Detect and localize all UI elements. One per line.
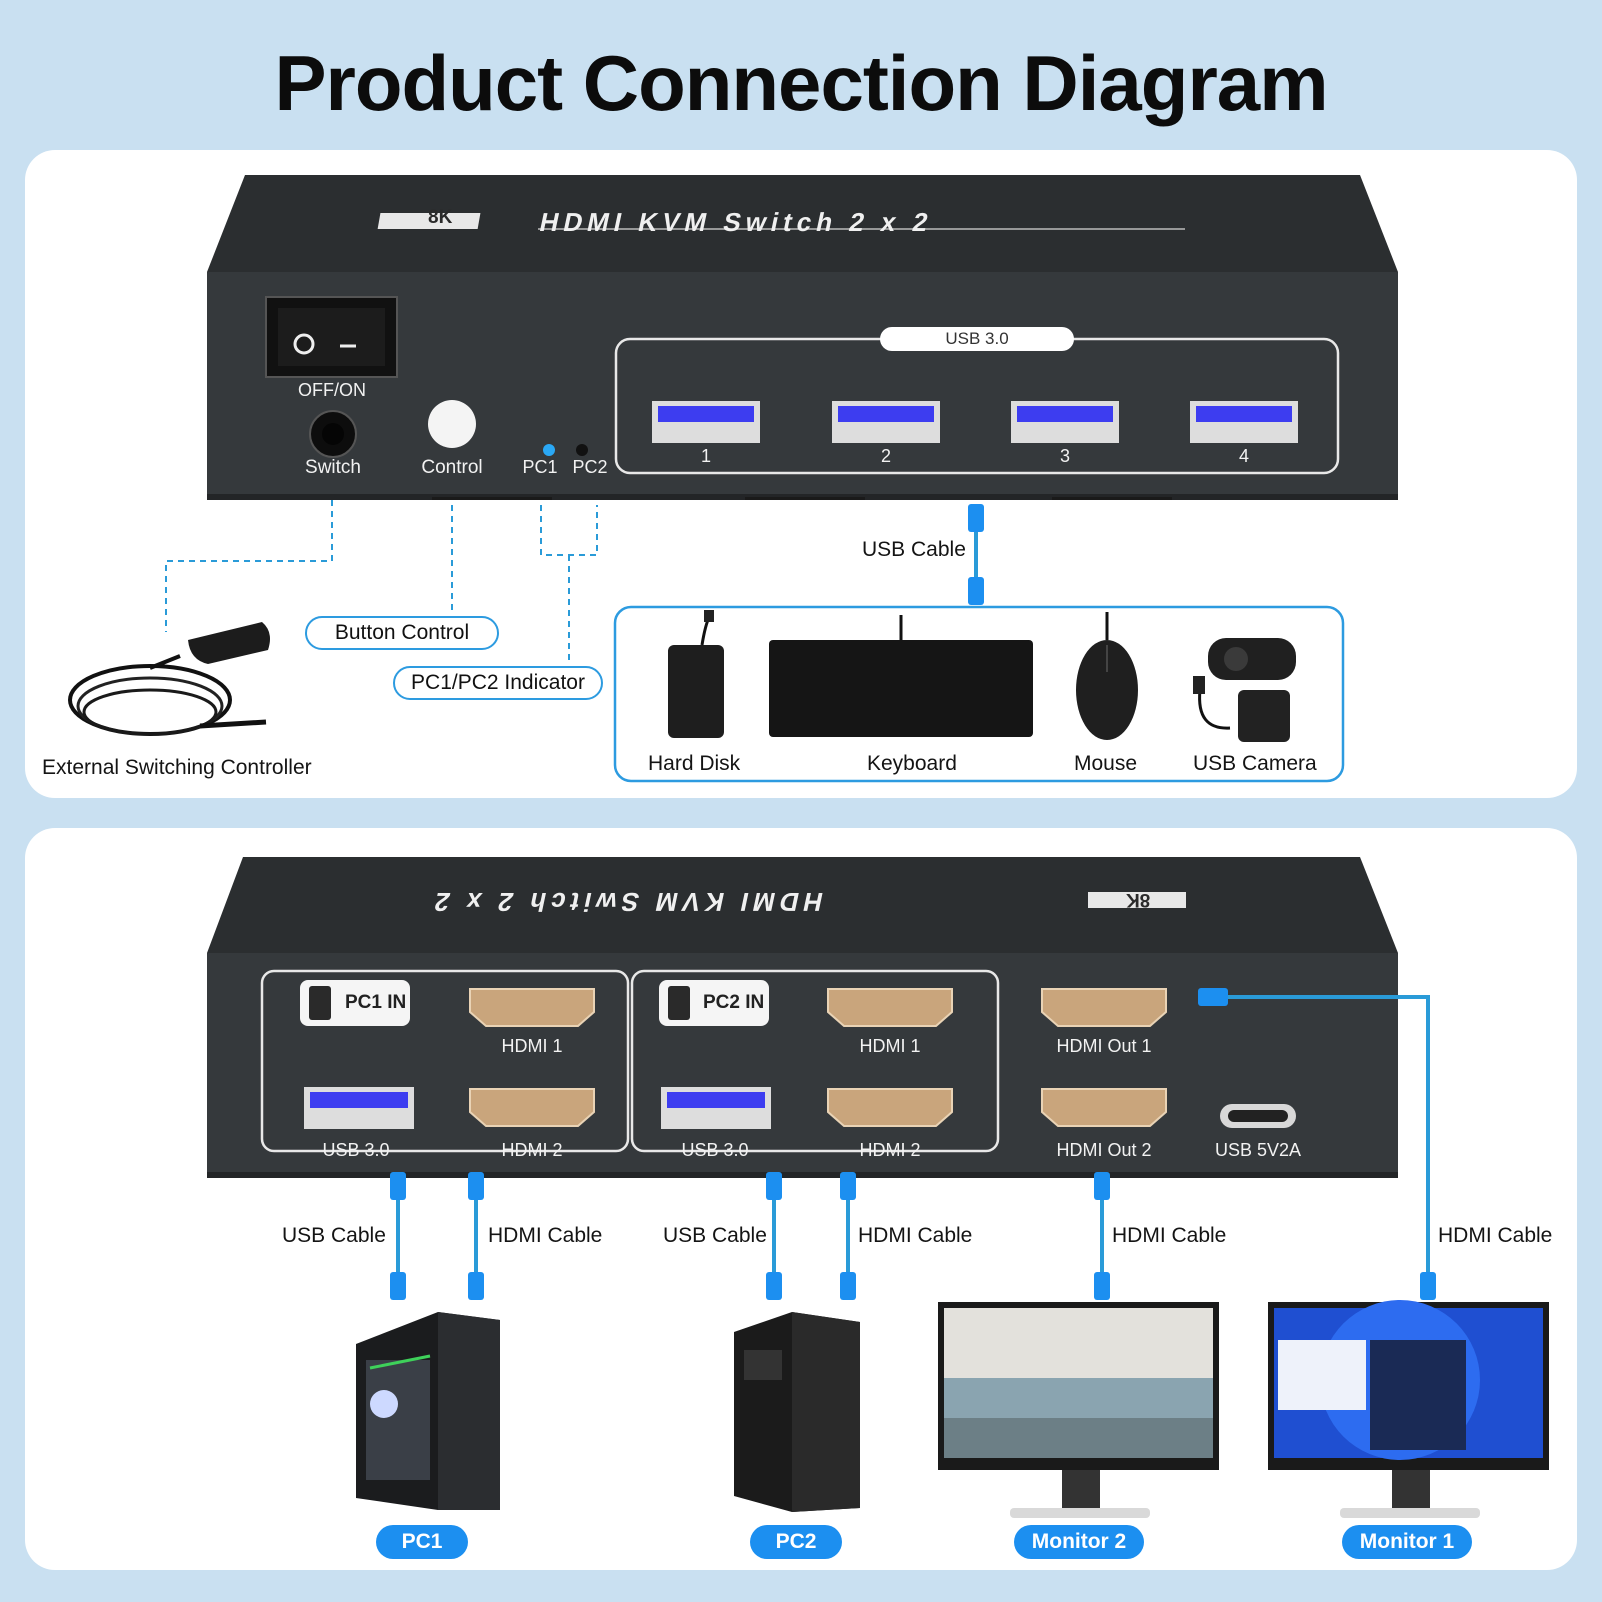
keyboard-illustration [769,615,1033,737]
target-monitor-1: Monitor 1 [1342,1525,1472,1559]
pc1-hdmi2-port[interactable] [470,1089,594,1126]
button-control-callout: Button Control [305,616,499,650]
rear-device-name: HDMI KVM Switch 2 x 2 [426,887,826,917]
cable-label: HDMI Cable [488,1224,603,1247]
pc2-usb-port[interactable] [661,1087,771,1129]
usb-cable-label: USB Cable [862,538,966,561]
pc1-hdmi1-label: HDMI 1 [501,1036,563,1056]
control-label: Control [421,457,483,478]
indicator-callout: PC1/PC2 Indicator [393,666,603,700]
hdmi-out2-port[interactable] [1042,1089,1166,1126]
monitor-1-illustration [1268,1300,1549,1518]
power-label: OFF/ON [298,380,366,400]
usb-port-number: 4 [1238,446,1249,466]
external-controller-illustration [68,622,270,736]
page-title: Product Connection Diagram [274,39,1328,127]
usb-port-3 [1011,401,1119,443]
pc2-hdmi2-label: HDMI 2 [859,1140,921,1160]
device-label-hard-disk: Hard Disk [648,752,741,775]
pc2-hdmi1-label: HDMI 1 [859,1036,921,1056]
hdmi-out2-label: HDMI Out 2 [1056,1140,1152,1160]
pc1-hdmi1-port[interactable] [470,989,594,1026]
pc2-hdmi2-port[interactable] [828,1089,952,1126]
hard-disk-illustration [668,610,724,738]
switch-label: Switch [305,457,361,478]
device-label-mouse: Mouse [1074,752,1138,775]
usb-port-2 [832,401,940,443]
pc1-usb-port[interactable] [304,1087,414,1129]
target-monitor-2: Monitor 2 [1014,1525,1144,1559]
target-pc2: PC2 [750,1525,842,1559]
usb-port-4 [1190,401,1298,443]
pc1-usb-label: USB 3.0 [322,1140,390,1160]
usb-port-number: 2 [880,446,891,466]
usb-power-port[interactable] [1220,1104,1296,1128]
hdmi-out1-label: HDMI Out 1 [1056,1036,1152,1056]
pc1-in-badge: PC1 IN [345,992,407,1013]
usb-port-number: 3 [1059,446,1070,466]
hdmi-out1-port[interactable] [1042,989,1166,1026]
cable-label: HDMI Cable [1438,1224,1553,1247]
pc2-tower-illustration [734,1312,860,1512]
cable-label: HDMI Cable [858,1224,973,1247]
rear-brand-badge: 8K [1126,889,1151,910]
device-label-usb-camera: USB Camera [1193,752,1317,775]
pc2-in-badge: PC2 IN [703,992,765,1013]
target-pc1: PC1 [376,1525,468,1559]
mouse-illustration [1076,612,1138,740]
monitor-2-illustration [938,1302,1219,1518]
front-brand-badge: 8K [428,207,453,228]
cable-label: HDMI Cable [1112,1224,1227,1247]
usb-group-label: USB 3.0 [945,329,1009,348]
usb-power-label: USB 5V2A [1214,1140,1302,1160]
device-label-keyboard: Keyboard [867,752,957,775]
pc2-led-label: PC2 [572,457,608,477]
usb-port-1 [652,401,760,443]
pc2-hdmi1-port[interactable] [828,989,952,1026]
cable-label: USB Cable [663,1224,767,1247]
cable-label: USB Cable [282,1224,386,1247]
pc1-tower-illustration [356,1312,500,1510]
usb-port-number: 1 [700,446,711,466]
pc1-hdmi2-label: HDMI 2 [501,1140,563,1160]
usb-camera-illustration [1193,638,1296,742]
pc2-usb-label: USB 3.0 [681,1140,749,1160]
pc1-led-label: PC1 [522,457,558,477]
controller-label: External Switching Controller [42,756,312,779]
